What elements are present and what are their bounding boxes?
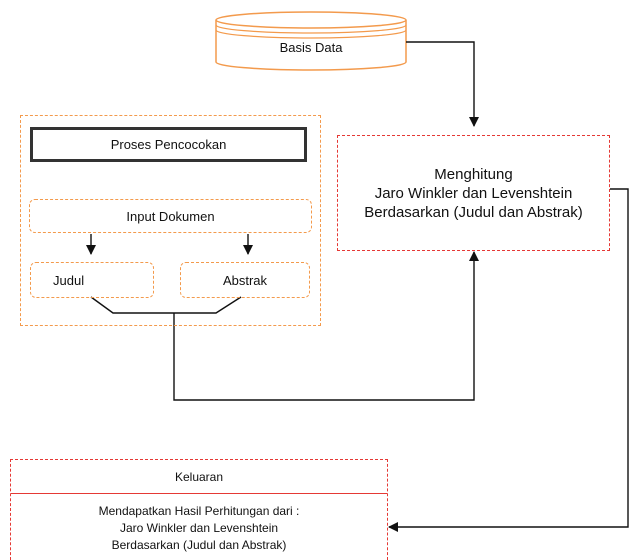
input-document-box: Input Dokumen bbox=[29, 199, 312, 233]
output-line-1: Mendapatkan Hasil Perhitungan dari : bbox=[98, 503, 300, 518]
connector-fields-to-compute bbox=[173, 251, 479, 401]
title-field-label: Judul bbox=[53, 272, 85, 288]
abstract-field-box: Abstrak bbox=[180, 262, 310, 298]
output-body: Mendapatkan Hasil Perhitungan dari : Jar… bbox=[11, 498, 387, 558]
output-box bbox=[10, 459, 388, 560]
database-cylinder bbox=[215, 11, 407, 71]
database-label: Basis Data bbox=[279, 39, 343, 55]
matching-process-title: Proses Pencocokan bbox=[30, 127, 307, 162]
compute-line-2: Jaro Winkler dan Levenshtein bbox=[374, 184, 573, 202]
output-line-3: Berdasarkan (Judul dan Abstrak) bbox=[111, 537, 287, 552]
compute-line-3: Berdasarkan (Judul dan Abstrak) bbox=[364, 203, 583, 221]
output-header: Keluaran bbox=[11, 460, 387, 494]
compute-line-1: Menghitung bbox=[434, 165, 513, 183]
output-line-2: Jaro Winkler dan Levenshtein bbox=[119, 520, 279, 535]
title-field-box: Judul bbox=[30, 262, 154, 298]
connector-db-to-compute bbox=[406, 41, 479, 127]
connector-compute-to-output bbox=[388, 188, 629, 532]
connector-fields-join bbox=[90, 296, 242, 314]
matching-process-group bbox=[20, 115, 321, 326]
compute-box: Menghitung Jaro Winkler dan Levenshtein … bbox=[337, 135, 610, 251]
